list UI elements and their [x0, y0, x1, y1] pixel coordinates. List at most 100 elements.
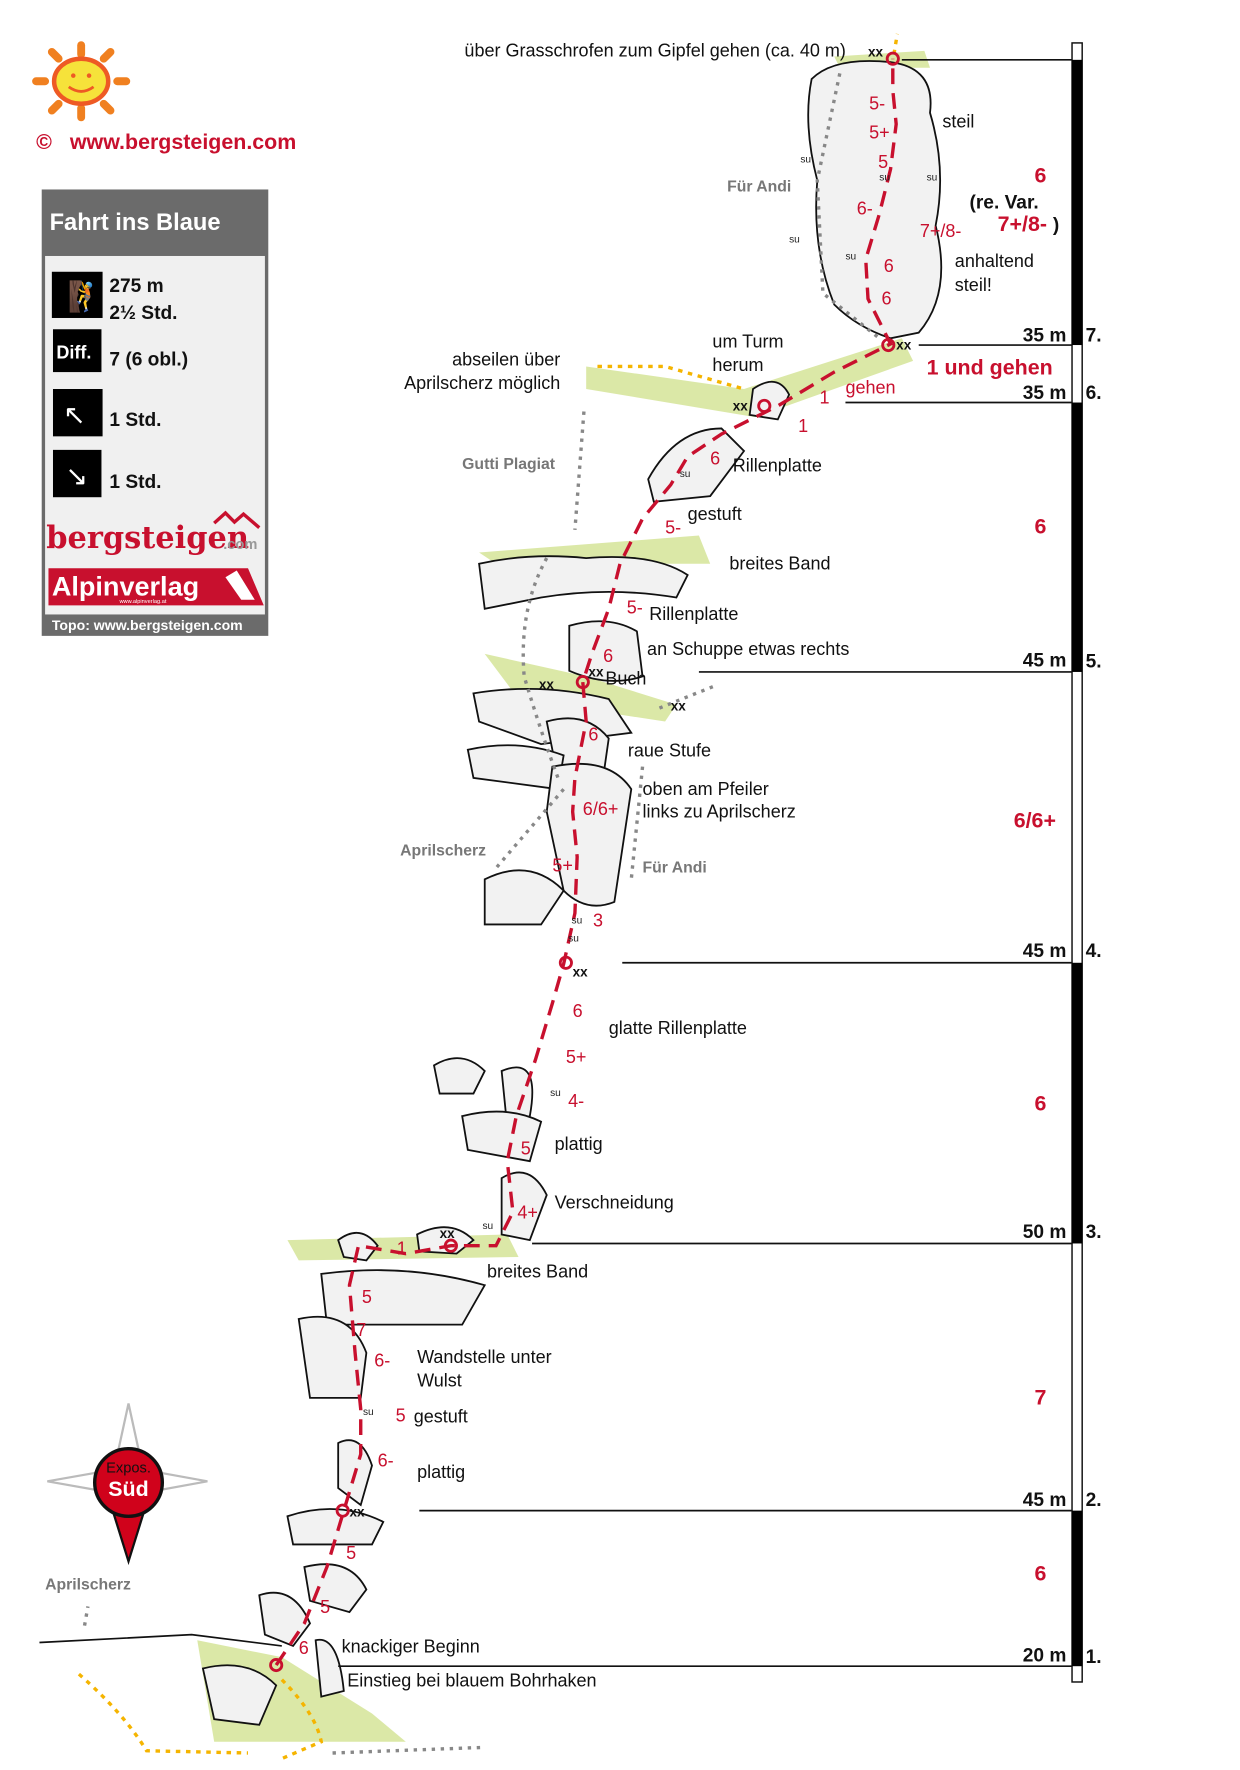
route-duration: 2½ Std.	[109, 303, 177, 324]
notes-summit: über Grasschrofen zum Gipfel gehen (ca. …	[464, 40, 846, 60]
publisher-name: Alpinverlag	[52, 571, 199, 601]
markers-sling: su	[680, 469, 691, 480]
approach-hiker-icon	[52, 389, 103, 437]
grades_on_route-1: 5+	[869, 123, 890, 143]
grades_on_route-2: 5	[878, 152, 888, 172]
grades_on_route-26: 5	[396, 1406, 406, 1426]
grades_on_route-10: 5-	[665, 517, 681, 537]
notes-rillenplatte2: Rillenplatte	[649, 604, 738, 624]
climber-icon	[51, 271, 103, 318]
grades_on_route-23: 5	[362, 1287, 372, 1307]
difficulty-icon	[52, 329, 102, 373]
sun-logo	[32, 41, 131, 122]
pitches-4-no: 5.	[1086, 651, 1102, 672]
grades_on_route-16: 3	[593, 911, 603, 931]
notes-abseilen2: Aprilscherz möglich	[404, 373, 560, 393]
pitches-3-no: 4.	[1086, 941, 1102, 962]
grades_on_route-24: 7	[356, 1320, 366, 1340]
grades_on_route-28: 5	[346, 1543, 356, 1563]
notes-steil: steil	[942, 111, 974, 131]
markers-belay: xx	[573, 964, 589, 979]
route-infobox: Fahrt ins Blaue 🧗 275 m 2½ Std. Diff. 7 …	[41, 189, 269, 636]
ground-line	[39, 1633, 282, 1647]
notes-steil2: steil!	[955, 275, 992, 295]
route-notes: über Grasschrofen zum Gipfel gehen (ca. …	[342, 40, 1034, 1690]
notes-gestuft1: gestuft	[688, 504, 742, 524]
route-grades: 5- 5+ 5 6- 7+/8- 6 6 1 1 6 5- 5- 6 6 6/6…	[299, 93, 962, 1657]
pitches-5-length: 35 m	[1023, 383, 1067, 404]
belay-stations	[269, 51, 900, 1673]
pitch-grades: 6 7 6 6/6+ 6 1 und gehen 6 (re. Var. 7+/…	[927, 164, 1060, 1586]
site-link[interactable]: www.bergsteigen.com	[69, 130, 296, 154]
rock-formations	[201, 60, 943, 1726]
grades_on_route-29: 5	[320, 1597, 330, 1617]
markers-belay: xx	[868, 44, 884, 59]
grades_on_route-13: 6	[588, 725, 598, 745]
grades_on_route-22: 1	[397, 1239, 407, 1259]
neighbour_routes-fuer_andi_mid: Für Andi	[643, 860, 707, 877]
exposure-label: Expos.	[106, 1460, 151, 1476]
notes-turm1: um Turm	[712, 331, 783, 351]
grades_on_route-18: 5+	[566, 1047, 587, 1067]
markers-sling: su	[363, 1407, 374, 1418]
pitches-6-variant_close: )	[1053, 215, 1059, 236]
pitches-0-length: 20 m	[1023, 1646, 1067, 1667]
pitches-1-no: 2.	[1086, 1490, 1102, 1511]
grades_on_route-6: 6	[882, 288, 892, 308]
grades_on_route-14: 6/6+	[583, 799, 619, 819]
grades_on_route-11: 5-	[627, 597, 643, 617]
grades_on_route-20: 5	[521, 1138, 531, 1158]
pitches-4-grade: 6	[1035, 514, 1047, 538]
pitches-0-no: 1.	[1086, 1647, 1102, 1668]
notes-rillenplatte1: Rillenplatte	[733, 455, 822, 475]
pitches-3-length: 45 m	[1023, 941, 1067, 962]
pitches-4-length: 45 m	[1023, 650, 1067, 671]
grades_on_route-25: 6-	[374, 1350, 390, 1370]
route-difficulty: 7 (6 obl.)	[109, 349, 188, 370]
descent-time: 1 Std.	[109, 472, 161, 493]
markers-belay: xx	[733, 398, 749, 413]
notes-glatte: glatte Rillenplatte	[609, 1018, 747, 1038]
markers-belay: xx	[440, 1226, 456, 1241]
markers-sling: su	[568, 933, 579, 944]
grades_on_route-19: 4-	[568, 1091, 584, 1111]
exposure-value: Süd	[108, 1477, 148, 1501]
hiker-up-glyph: ↖	[63, 400, 86, 430]
grades_on_route-17: 6	[573, 1001, 583, 1021]
notes-pfeiler1: oben am Pfeiler	[643, 779, 769, 799]
neighbour_routes-aprilscherz_bottom: Aprilscherz	[45, 1577, 131, 1594]
markers-sling: su	[879, 172, 890, 183]
notes-abseilen1: abseilen über	[452, 349, 560, 369]
pitch-numbers: 1. 2. 3. 4. 5. 6. 7.	[1086, 326, 1102, 1668]
grass-ledges	[197, 50, 930, 1742]
diff-label: Diff.	[56, 343, 91, 363]
markers-belay: xx	[896, 338, 912, 353]
alpinverlag-logo: Alpinverlag www.alpinverlag.at	[48, 568, 264, 606]
neighbour_routes-fuer_andi_top: Für Andi	[727, 179, 791, 196]
notes-raue_stufe: raue Stufe	[628, 740, 711, 760]
pitches-6-variant_open: (re. Var.	[969, 193, 1038, 214]
notes-breites_band1: breites Band	[729, 553, 830, 573]
notes-turm2: herum	[712, 355, 763, 375]
notes-knackig: knackiger Beginn	[342, 1637, 480, 1657]
pitches-3-grade: 6/6+	[1014, 809, 1056, 833]
notes-schuppe: an Schuppe etwas rechts	[647, 639, 849, 659]
grades_on_route-0: 5-	[869, 93, 885, 113]
notes-plattig1: plattig	[555, 1134, 603, 1154]
belay-labels: xx xx xx xx xx xx xx xx xx	[349, 44, 911, 1519]
neighbour_routes-aprilscherz_mid: Aprilscherz	[400, 843, 486, 860]
publisher-url: www.alpinverlag.at	[118, 599, 166, 605]
hiker-down-glyph: ↘	[65, 461, 88, 491]
pitches-6-grade: 6	[1035, 164, 1047, 188]
markers-sling: su	[927, 172, 938, 183]
pitches-6-length: 35 m	[1023, 326, 1067, 347]
grades_on_route-27: 6-	[378, 1451, 394, 1471]
route-line	[274, 58, 898, 1667]
grades_on_route-21: 4+	[517, 1203, 538, 1223]
grades_on_route-7: 1	[820, 388, 830, 408]
pitch-scale	[338, 42, 1083, 1683]
logo-tld: .com	[223, 537, 257, 553]
route-length: 275 m	[109, 276, 163, 297]
bergsteigen-logo: bergsteigen .com	[46, 510, 261, 556]
